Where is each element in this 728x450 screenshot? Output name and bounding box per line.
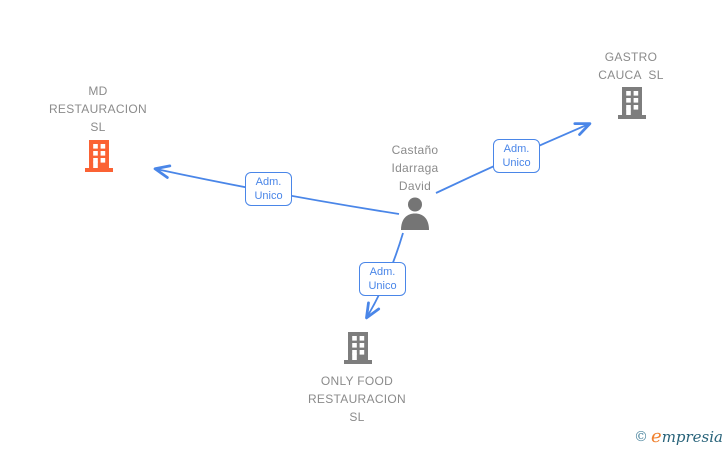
- company-label-gastro-cauca[interactable]: GASTRO CAUCA SL: [598, 50, 664, 82]
- copyright-icon: ©: [634, 429, 649, 445]
- building-icon-gastro-cauca[interactable]: [614, 85, 650, 126]
- company-label-only-food[interactable]: ONLY FOOD RESTAURACION SL: [307, 374, 407, 424]
- building-icon-only-food[interactable]: [340, 330, 376, 371]
- edge-label-adm-unico-gastro-cauca[interactable]: Adm. Unico: [493, 139, 540, 173]
- brand-letter-e: e: [651, 426, 662, 447]
- empresia-logo[interactable]: ©empresia: [634, 426, 723, 447]
- company-label-md-restauracion[interactable]: MD RESTAURACION SL: [48, 84, 148, 134]
- person-label[interactable]: Castaño Idarraga David: [391, 143, 439, 193]
- edge-label-adm-unico-only-food[interactable]: Adm. Unico: [359, 262, 406, 296]
- edge-label-adm-unico-md-restauracion[interactable]: Adm. Unico: [245, 172, 292, 206]
- brand-text: mpresia: [661, 428, 723, 446]
- person-icon[interactable]: [397, 196, 433, 235]
- building-icon-md-restauracion[interactable]: [81, 138, 117, 179]
